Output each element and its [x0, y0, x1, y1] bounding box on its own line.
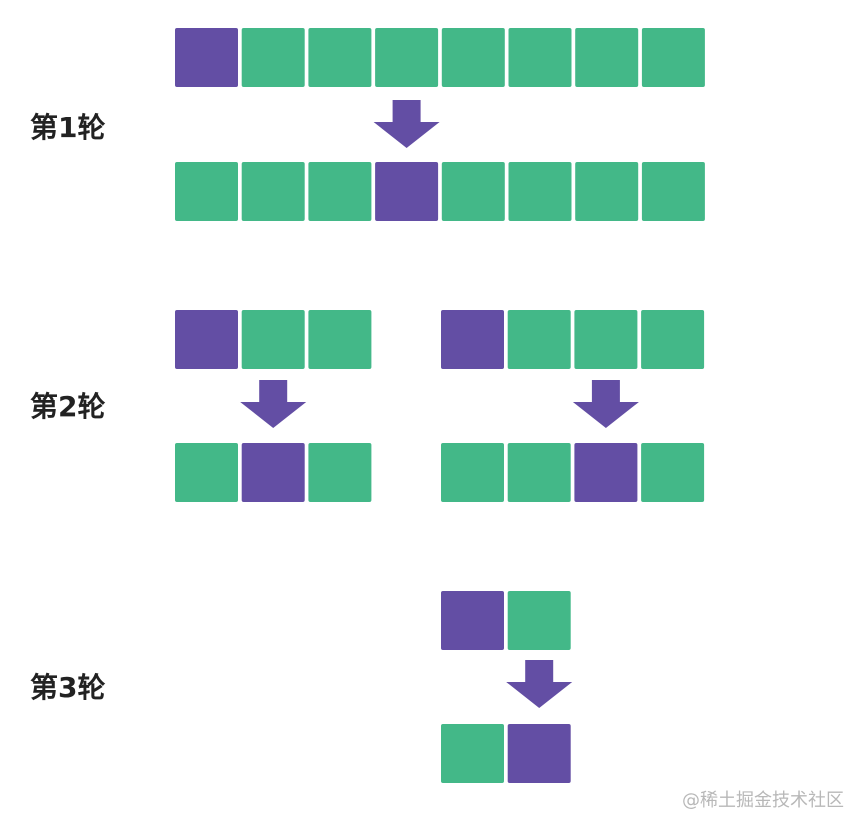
round-2-group-2-down-arrow-icon: [572, 380, 639, 428]
round-2-group-2-before-cell-2: [507, 310, 571, 369]
round-1-group-1-after-cell-2: [241, 162, 305, 221]
round-2-group-1-after-cell-1: [175, 443, 238, 502]
arrows-layer: [240, 100, 639, 708]
round-2-group-2-after-cell-2: [507, 443, 571, 502]
round-2-group-1-before-cell-1-pivot: [175, 310, 238, 369]
round-2-group-2-before-cell-3: [574, 310, 638, 369]
round-2-group-2-before-cell-4: [641, 310, 705, 369]
round-1-group-1-before-cell-7: [575, 28, 639, 87]
round-3-group-1-after-cell-1: [441, 724, 504, 783]
round-1-group-1-before-cell-8: [641, 28, 705, 87]
round-1-group-1-after-cell-3: [308, 162, 372, 221]
round-2-group-1-after-cell-2-pivot: [241, 443, 305, 502]
round-1-group-1-before-cell-3: [308, 28, 372, 87]
round-1-group-1-after-cell-7: [575, 162, 639, 221]
round-1-group-1-before-cell-2: [241, 28, 305, 87]
round-label-3: 第3轮: [30, 671, 105, 704]
round-label-1: 第1轮: [30, 111, 105, 144]
round-3-group-1-before-cell-2: [507, 591, 571, 650]
round-2-group-2-after-cell-1: [441, 443, 504, 502]
round-2-group-2-after-cell-3-pivot: [574, 443, 638, 502]
round-1-group-1-after-cell-8: [641, 162, 705, 221]
round-1-group-1-after-cell-4-pivot: [375, 162, 439, 221]
round-3-group-1-down-arrow-icon: [506, 660, 573, 708]
round-1-group-1-down-arrow-icon: [373, 100, 440, 148]
round-2-group-1-before-cell-3: [308, 310, 372, 369]
round-2-group-1-after-cell-3: [308, 443, 372, 502]
round-3-group-1-after-cell-2-pivot: [507, 724, 571, 783]
cells-layer: [175, 28, 705, 783]
round-2-group-1-before-cell-2: [241, 310, 305, 369]
round-1-group-1-after-cell-6: [508, 162, 572, 221]
round-2-group-1-down-arrow-icon: [240, 380, 307, 428]
round-1-group-1-before-cell-1-pivot: [175, 28, 238, 87]
round-2-group-2-before-cell-1-pivot: [441, 310, 504, 369]
round-1-group-1-before-cell-4: [375, 28, 439, 87]
round-label-2: 第2轮: [30, 390, 105, 423]
round-1-group-1-before-cell-5: [441, 28, 505, 87]
round-1-group-1-after-cell-1: [175, 162, 238, 221]
round-3-group-1-before-cell-1-pivot: [441, 591, 504, 650]
watermark: @稀土掘金技术社区: [682, 790, 844, 811]
round-1-group-1-after-cell-5: [441, 162, 505, 221]
round-1-group-1-before-cell-6: [508, 28, 572, 87]
round-2-group-2-after-cell-4: [641, 443, 705, 502]
